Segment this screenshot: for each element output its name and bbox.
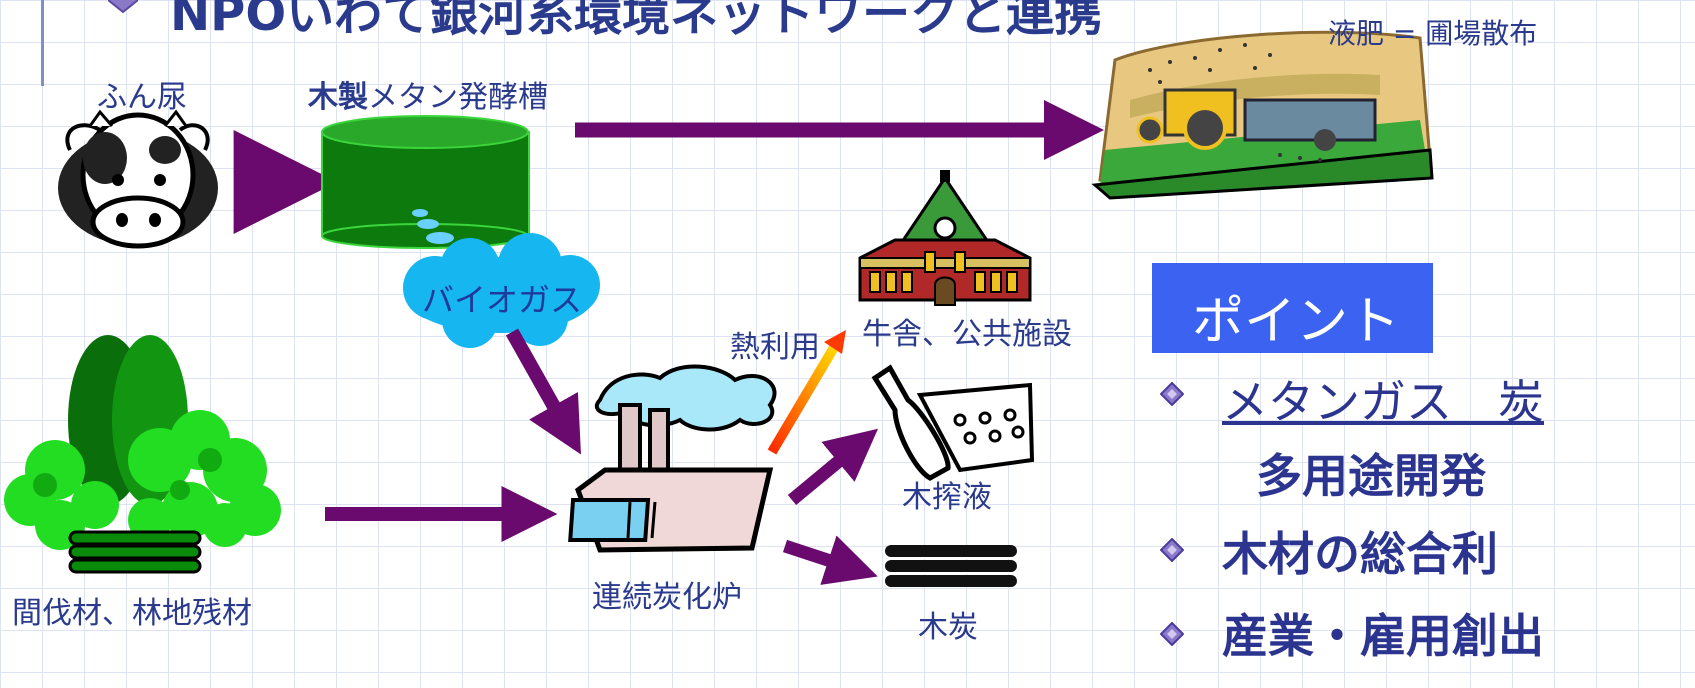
label-tank-rest: メタン発酵槽 <box>368 80 548 115</box>
label-thinnings: 間伐材、林地残材 <box>12 596 252 631</box>
label-liquid-fertilizer: 液肥 = 圃場散布 <box>1328 17 1538 50</box>
biogas-cloud-shape <box>403 233 600 348</box>
label-manure: ふん尿 <box>97 80 187 115</box>
label-biogas: バイオガス <box>422 281 583 319</box>
label-charcoal: 木炭 <box>918 610 978 645</box>
label-methane-tank: 木製メタン発酵槽 <box>308 72 548 116</box>
diamond-bullet-icon <box>1160 382 1184 406</box>
charcoal-sticks-icon <box>885 545 1017 587</box>
point-bullet-3: 産業・雇用創出 <box>1222 609 1544 663</box>
tractor-field-icon <box>1091 30 1434 200</box>
methane-tank-icon <box>321 115 530 249</box>
arrow-furnace-to-charcoal <box>782 535 878 585</box>
page-title: NPOいわて銀河系環境ネットワークと連携 <box>170 0 1103 42</box>
point-header: ポイント <box>1192 292 1401 352</box>
point-bullet-1: メタンガス 炭 <box>1222 375 1544 429</box>
label-tank-bold: 木製 <box>308 80 368 115</box>
forest-icon <box>4 335 281 574</box>
label-furnace: 連続炭化炉 <box>592 580 742 615</box>
diamond-bullet-icon <box>1160 538 1184 562</box>
arrow-furnace-to-vinegar <box>787 428 879 506</box>
arrow-biogas-to-furnace <box>505 328 581 455</box>
label-heat-use: 熱利用 <box>730 330 820 365</box>
label-wood-vinegar: 木搾液 <box>902 480 992 515</box>
point-bullet-2: 木材の総合利 <box>1222 527 1498 581</box>
cow-icon <box>58 109 218 249</box>
label-facilities: 牛舎、公共施設 <box>862 317 1072 352</box>
point-bullet-1-cont: 多用途開発 <box>1256 449 1486 503</box>
header-rule <box>41 0 44 86</box>
diamond-bullet-icon <box>1160 622 1184 646</box>
wood-vinegar-bottles-icon <box>871 364 1035 481</box>
arrow-heat-head <box>824 330 846 354</box>
arrow-heat-use <box>767 341 841 455</box>
furnace-factory-icon <box>568 364 777 553</box>
title-bullet-icon <box>108 0 138 14</box>
public-building-icon <box>858 170 1032 306</box>
point-header-box: ポイント <box>1152 263 1433 353</box>
